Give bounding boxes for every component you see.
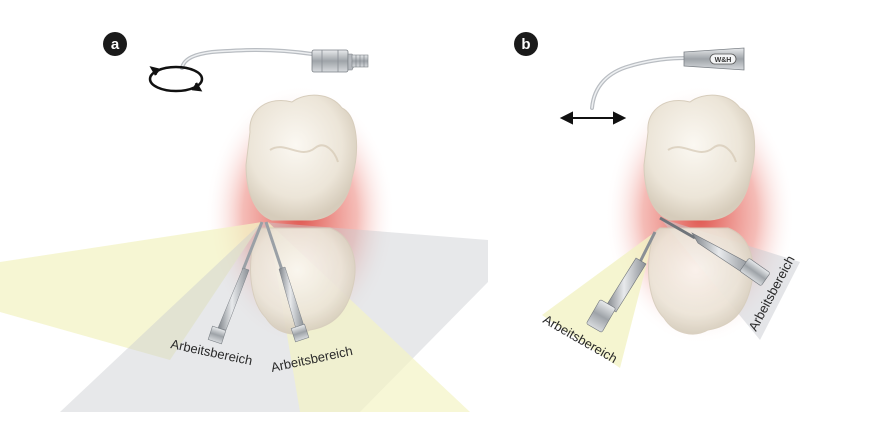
panel-b: Arbeitsbereich Arbeitsbereich W&H b	[514, 32, 800, 368]
instrument-b-right	[659, 216, 770, 286]
instrument-tip-right	[264, 221, 310, 343]
svg-text:b: b	[521, 36, 530, 53]
wh-logo-icon	[709, 53, 737, 65]
double-arrow-icon	[559, 111, 627, 125]
upper-tooth-a	[245, 94, 358, 221]
panel-b-badge: b	[514, 32, 538, 56]
upper-tooth-a-groove	[269, 144, 339, 163]
work-area-wedge-b-left	[542, 232, 655, 368]
upper-tooth-b	[643, 94, 756, 221]
panel-a: Arbeitsbereich Arbeitsbereich a	[0, 32, 488, 412]
rotation-arrows-icon	[148, 65, 204, 93]
scaler-tip-a	[180, 48, 369, 73]
panel-a-badge: a	[103, 32, 127, 56]
upper-tooth-b-groove	[667, 144, 737, 163]
instrument-tip-left	[207, 221, 264, 345]
work-area-wedge-left	[0, 222, 262, 360]
instrument-b-left	[586, 231, 657, 333]
scaler-tip-b: W&H	[590, 47, 745, 110]
svg-text:a: a	[111, 36, 120, 53]
svg-text:W&H: W&H	[715, 57, 732, 64]
